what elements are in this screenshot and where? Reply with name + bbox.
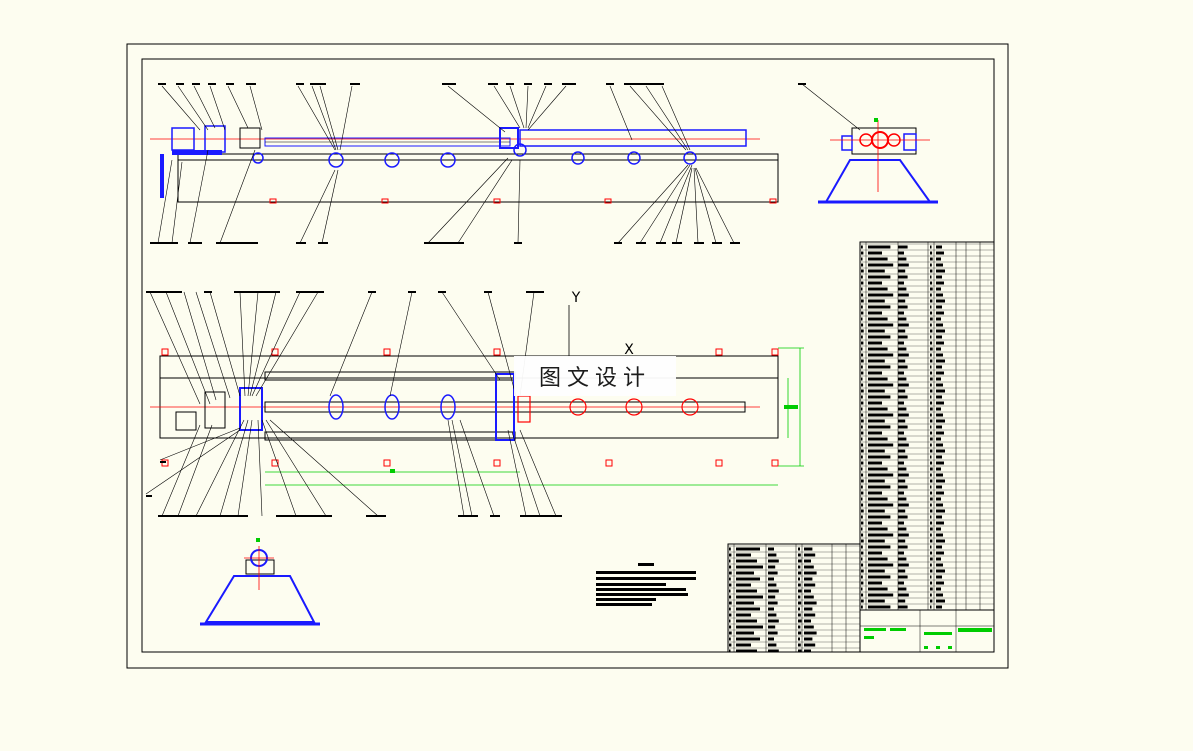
- outer-border: [126, 43, 1009, 669]
- plan-view: Y X: [145, 290, 804, 517]
- parts-list-lower: [727, 543, 861, 653]
- axis-label-y: Y: [571, 290, 581, 306]
- front-view: [150, 83, 806, 244]
- axis-label-x: X: [624, 342, 634, 358]
- side-view: [801, 83, 938, 204]
- parts-list: [859, 241, 995, 611]
- end-view: [200, 538, 320, 626]
- title-block: [859, 609, 995, 653]
- technical-notes: [596, 563, 696, 606]
- watermark-label: 图文设计: [514, 356, 676, 396]
